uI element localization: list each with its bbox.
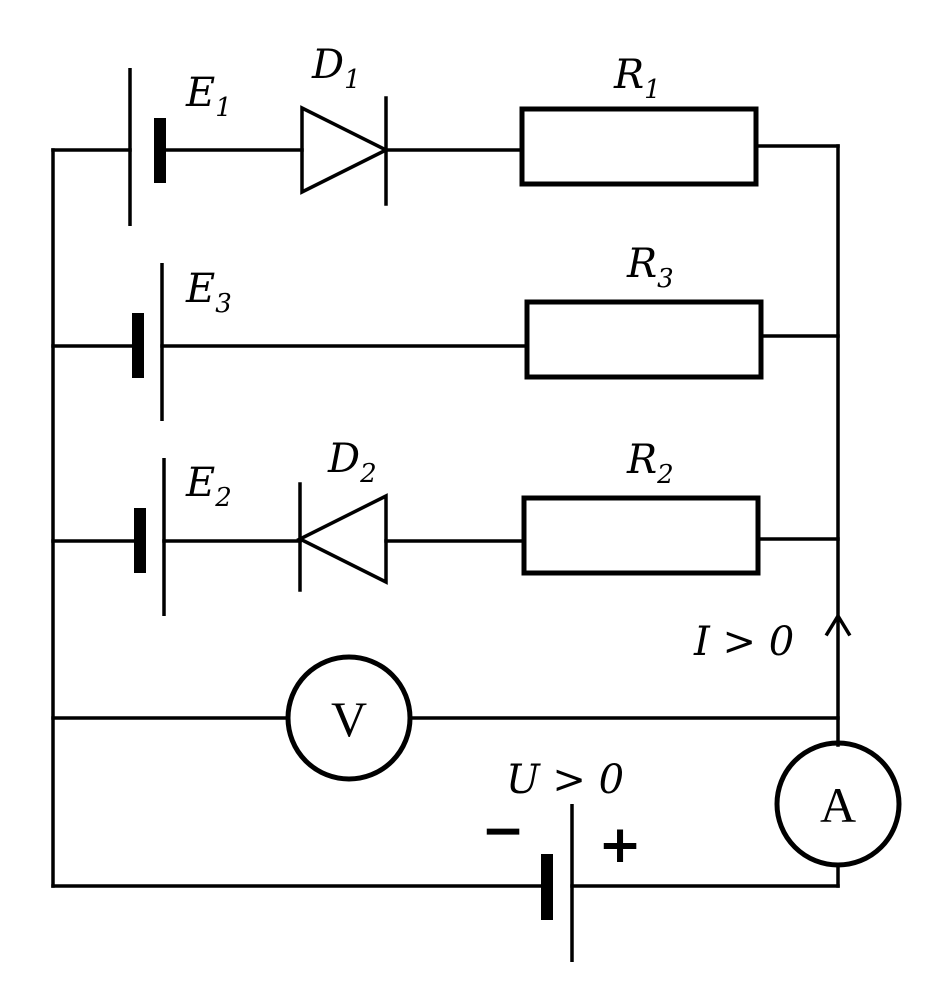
label-r1: R1	[613, 52, 661, 105]
label-d1: D1	[311, 42, 361, 95]
resistor-r2	[521, 495, 761, 576]
label-r2: R2	[626, 437, 674, 490]
diode-d2	[296, 493, 388, 585]
current-arrow	[824, 612, 852, 637]
label-voltage: U > 0	[506, 757, 624, 803]
bottom-source	[51, 804, 840, 962]
diode-d1	[300, 105, 390, 195]
label-r3: R3	[626, 241, 674, 294]
ammeter-label: A	[820, 777, 856, 833]
label-e3: E3	[185, 266, 232, 319]
plus-sign: +	[598, 815, 642, 875]
branch-3	[51, 263, 840, 421]
minus-sign: −	[481, 801, 525, 861]
branch-2	[51, 458, 840, 616]
resistor-r3	[524, 299, 764, 380]
label-e1: E1	[185, 70, 232, 123]
resistor-r1	[519, 106, 759, 187]
label-d2: D2	[327, 436, 377, 489]
voltmeter-branch	[51, 654, 840, 782]
label-current: I > 0	[693, 619, 794, 665]
voltmeter-label: V	[331, 691, 367, 747]
label-e2: E2	[185, 460, 232, 513]
branch-1	[51, 68, 840, 226]
